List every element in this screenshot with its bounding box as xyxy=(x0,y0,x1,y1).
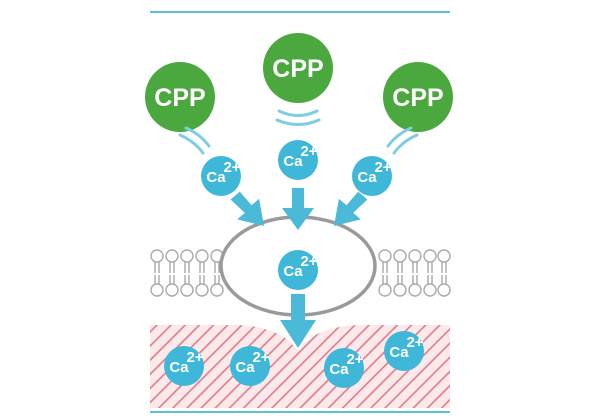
svg-text:2+: 2+ xyxy=(300,143,317,160)
svg-text:Ca: Ca xyxy=(283,153,303,170)
svg-text:2+: 2+ xyxy=(223,159,240,176)
left-membrane-upper-row xyxy=(150,249,224,273)
calcium-ion: Ca 2+ xyxy=(278,140,318,180)
svg-text:2+: 2+ xyxy=(406,334,423,351)
svg-text:Ca: Ca xyxy=(169,359,189,376)
calcium-ion: Ca 2+ xyxy=(384,331,424,371)
svg-text:Ca: Ca xyxy=(389,344,409,361)
cpp-left: CPP xyxy=(145,62,215,132)
svg-text:Ca: Ca xyxy=(329,361,349,378)
arrow-center xyxy=(282,188,314,230)
svg-text:Ca: Ca xyxy=(357,169,377,186)
left-membrane xyxy=(150,249,224,297)
svg-text:2+: 2+ xyxy=(300,253,317,270)
calcium-ion: Ca 2+ xyxy=(278,250,318,290)
svg-text:2+: 2+ xyxy=(252,349,269,366)
svg-text:Ca: Ca xyxy=(235,359,255,376)
calcium-ion: Ca 2+ xyxy=(164,346,204,386)
cpp-left-label: CPP xyxy=(154,84,205,112)
calcium-ion: Ca 2+ xyxy=(324,348,364,388)
binding-arcs-right xyxy=(386,126,419,155)
cpp-center-label: CPP xyxy=(272,55,323,83)
right-membrane-lower-row xyxy=(378,275,451,297)
calcium-ion: Ca 2+ xyxy=(201,156,241,196)
svg-text:Ca: Ca xyxy=(283,263,303,280)
binding-arcs-left xyxy=(178,126,211,155)
cpp-center: CPP xyxy=(263,33,333,103)
svg-text:Ca: Ca xyxy=(206,169,226,186)
binding-arcs-center xyxy=(275,109,321,126)
svg-text:2+: 2+ xyxy=(186,349,203,366)
cpp-right-label: CPP xyxy=(392,84,443,112)
arrow-right xyxy=(334,191,368,226)
left-membrane-lower-row xyxy=(150,275,224,297)
svg-text:2+: 2+ xyxy=(346,351,363,368)
right-membrane xyxy=(378,249,451,297)
calcium-ion: Ca 2+ xyxy=(352,156,392,196)
arrow-down xyxy=(280,294,316,348)
arrow-left xyxy=(230,191,264,226)
right-membrane-upper-row xyxy=(378,249,451,273)
cpp-right: CPP xyxy=(383,62,453,132)
hatched-region xyxy=(150,325,450,408)
svg-text:2+: 2+ xyxy=(374,159,391,176)
calcium-ion: Ca 2+ xyxy=(230,346,270,386)
